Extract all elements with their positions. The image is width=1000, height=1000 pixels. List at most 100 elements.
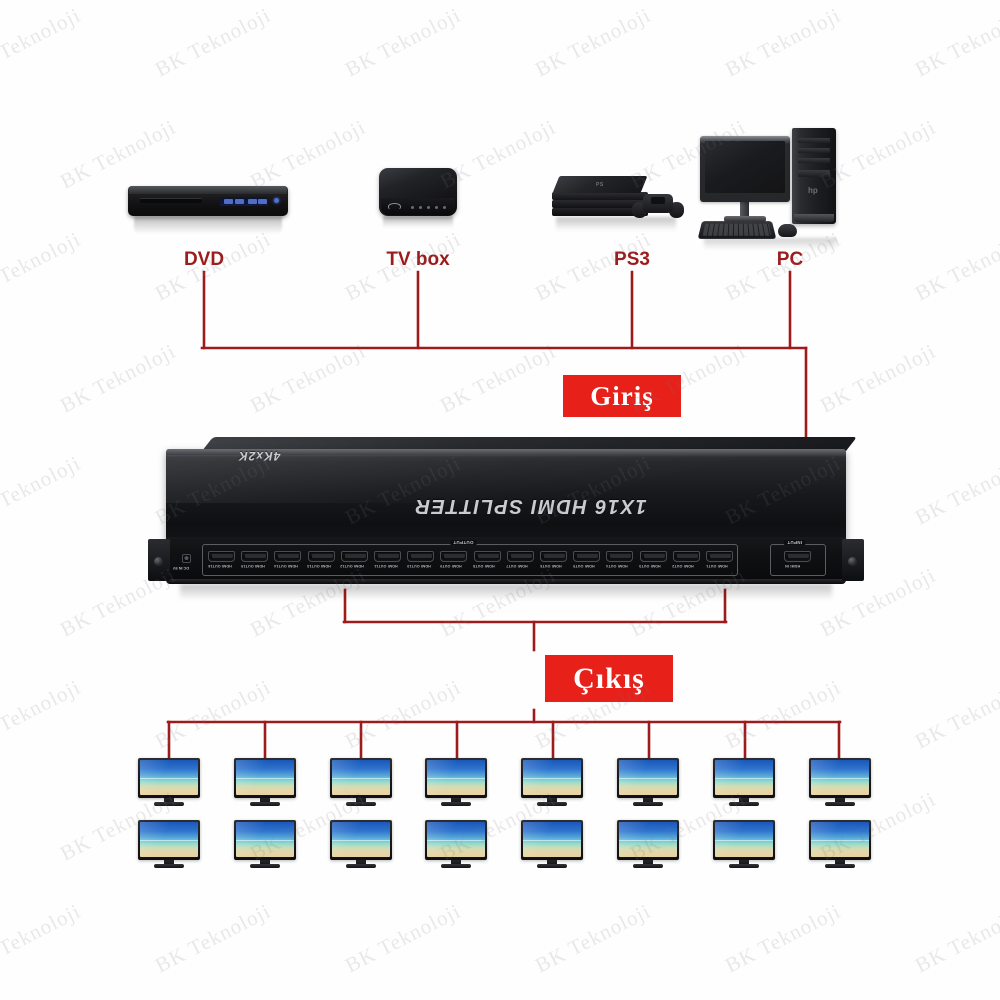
- source-device-pc[interactable]: hp: [697, 128, 842, 250]
- hdmi-out-port-label: HDMI OUT12: [340, 564, 365, 568]
- display-base: [249, 802, 280, 806]
- display-base: [537, 864, 568, 868]
- source-device-ps3[interactable]: PS: [552, 168, 688, 234]
- output-display[interactable]: [138, 820, 200, 870]
- hdmi-out-port[interactable]: [473, 551, 501, 562]
- hdmi-out-port[interactable]: [573, 551, 601, 562]
- output-display[interactable]: [617, 758, 679, 808]
- hdmi-out-port-label: HDMI OUT7: [506, 564, 528, 568]
- source-device-tvbox[interactable]: [379, 168, 459, 230]
- output-display[interactable]: [521, 758, 584, 808]
- display-base: [441, 802, 472, 806]
- display-screen: [523, 760, 582, 795]
- hdmi-out-port[interactable]: [506, 551, 534, 562]
- display-neck: [547, 798, 558, 803]
- display-screen: [235, 822, 294, 857]
- display-screen: [810, 822, 869, 857]
- hdmi-out-port-label: HDMI OUT5: [572, 564, 595, 568]
- display-base: [249, 864, 280, 868]
- source-label-pc: PC: [776, 249, 804, 270]
- display-neck: [834, 798, 845, 803]
- display-screen: [427, 822, 486, 857]
- hdmi-out-port[interactable]: [540, 551, 567, 562]
- display-neck: [164, 860, 174, 865]
- display-base: [633, 802, 663, 806]
- splitter-model-text: 1X16 HDMI SPLITTER: [414, 495, 647, 517]
- hdmi-out-port[interactable]: [672, 551, 700, 562]
- display-neck: [451, 798, 462, 803]
- hdmi-out-port[interactable]: [208, 551, 235, 562]
- pc-tower: hp: [792, 128, 836, 224]
- hdmi-out-port[interactable]: [706, 551, 733, 562]
- ps-controller-icon: [632, 192, 684, 218]
- hdmi-out-port-label: HDMI OUT2: [672, 564, 694, 568]
- output-display[interactable]: [712, 758, 775, 808]
- hdmi-out-port-label: HDMI OUT10: [406, 564, 431, 568]
- hdmi-out-port-label: HDMI OUT6: [539, 564, 562, 568]
- tvbox-logo-icon: [388, 203, 401, 210]
- display-screen: [235, 760, 294, 795]
- output-display[interactable]: [425, 820, 488, 870]
- splitter-front-face: [166, 449, 846, 553]
- output-display[interactable]: [617, 820, 679, 870]
- hdmi-in-port[interactable]: [784, 551, 811, 562]
- display-screen: [619, 822, 677, 857]
- hdmi-out-port[interactable]: [407, 551, 435, 562]
- hdmi-out-port[interactable]: [340, 551, 368, 562]
- output-display[interactable]: [425, 758, 488, 808]
- output-display[interactable]: [233, 758, 296, 808]
- output-section-label: OUTPUT: [450, 540, 477, 545]
- display-screen: [714, 760, 773, 795]
- hdmi-out-port-label: HDMI OUT13: [307, 564, 331, 568]
- source-device-dvd[interactable]: [128, 172, 290, 236]
- output-display[interactable]: [808, 758, 871, 808]
- source-label-tvbox: TV box: [386, 249, 450, 270]
- display-bezel: [521, 758, 584, 798]
- display-neck: [355, 798, 366, 803]
- hdmi-out-port[interactable]: [241, 551, 269, 562]
- output-display[interactable]: [329, 758, 392, 808]
- display-base: [537, 802, 568, 806]
- display-base: [633, 864, 663, 868]
- display-base: [824, 864, 855, 868]
- hdmi-out-port[interactable]: [606, 551, 634, 562]
- display-screen: [714, 822, 773, 857]
- output-display[interactable]: [521, 820, 584, 870]
- hdmi-out-port[interactable]: [274, 551, 302, 562]
- display-neck: [547, 860, 558, 865]
- output-display[interactable]: [138, 758, 200, 808]
- display-screen: [331, 822, 390, 857]
- hdmi-out-port[interactable]: [440, 551, 468, 562]
- dvd-power-led: [274, 198, 279, 203]
- source-label-ps3: PS3: [614, 249, 650, 270]
- output-section-badge: Çıkış: [545, 655, 673, 702]
- output-display[interactable]: [808, 820, 871, 870]
- tvbox-front-panel: [381, 198, 455, 215]
- display-bezel: [712, 758, 775, 798]
- display-screen: [619, 760, 677, 795]
- dc-power-port[interactable]: [182, 554, 191, 563]
- monitor-stand: [740, 200, 749, 218]
- display-neck: [259, 860, 270, 865]
- ps-reflection: [556, 217, 676, 231]
- mouse-icon: [778, 224, 797, 237]
- output-display[interactable]: [329, 820, 392, 870]
- output-display[interactable]: [233, 820, 296, 870]
- hdmi-out-port[interactable]: [639, 551, 667, 562]
- display-bezel: [808, 758, 871, 798]
- output-display[interactable]: [712, 820, 775, 870]
- display-screen: [140, 822, 198, 857]
- display-screen: [427, 760, 486, 795]
- hdmi-out-port-label: HDMI OUT4: [605, 564, 628, 568]
- rack-screw-hole-left: [154, 557, 163, 566]
- hdmi-out-port[interactable]: [374, 551, 401, 562]
- splitter-bottom-edge: [166, 579, 846, 584]
- hdmi-splitter-device[interactable]: 4Kx2K 1X16 HDMI SPLITTER DC IN 5V OUTPUT…: [148, 437, 864, 600]
- display-base: [441, 864, 472, 868]
- display-bezel: [329, 758, 392, 798]
- hdmi-out-port[interactable]: [307, 551, 335, 562]
- pc-brand-logo: hp: [808, 186, 818, 195]
- display-base: [154, 802, 184, 806]
- display-bezel: [617, 820, 679, 860]
- dvd-display: [220, 197, 268, 206]
